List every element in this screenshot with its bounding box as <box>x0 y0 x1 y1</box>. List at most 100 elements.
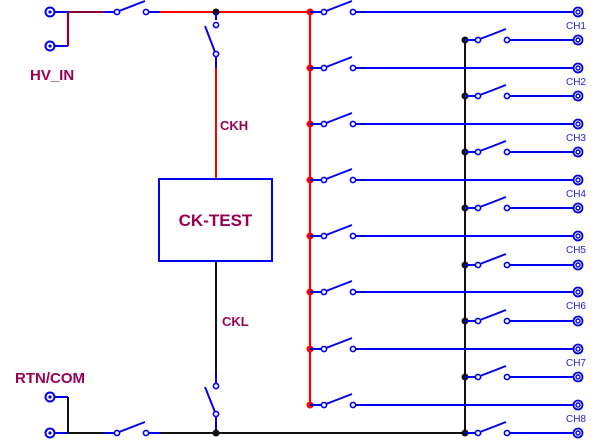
rtn-switch-ch4[interactable] <box>474 196 511 212</box>
hv-switch-ch8[interactable] <box>320 393 357 409</box>
hv-terminal-ch6[interactable] <box>572 286 584 298</box>
terminal-inner <box>575 205 581 211</box>
rtn-terminal-ch7[interactable] <box>572 371 584 383</box>
hv-terminal-ch7[interactable] <box>572 343 584 355</box>
rtn-switch-ch3[interactable] <box>474 140 511 156</box>
switch-contact <box>320 232 328 240</box>
switch-contact <box>474 204 482 212</box>
switch-blade <box>325 337 353 349</box>
switch-blade <box>479 28 507 40</box>
hv-terminal-ch2[interactable] <box>572 62 584 74</box>
terminal-inner <box>575 346 581 352</box>
switch-contact <box>113 429 121 437</box>
rtn-terminal-ch4[interactable] <box>572 202 584 214</box>
switch-contact <box>113 8 121 16</box>
rtn-terminal-ch2[interactable] <box>572 90 584 102</box>
rtn-terminal-ch5[interactable] <box>572 259 584 271</box>
ck-test-label: CK-TEST <box>179 211 253 230</box>
switch-contact <box>503 373 511 381</box>
switch-blade <box>479 140 507 152</box>
switch-contact <box>320 176 328 184</box>
rtn-terminal-ch6[interactable] <box>572 315 584 327</box>
terminal-center <box>48 44 52 48</box>
terminal-center <box>48 431 52 435</box>
switch-contact <box>349 120 357 128</box>
switch-contact <box>503 92 511 100</box>
switch-contact <box>142 8 150 16</box>
terminal-inner <box>575 233 581 239</box>
switch-contact <box>212 382 220 390</box>
hv-terminal-ch3[interactable] <box>572 118 584 130</box>
ckl-label: CKL <box>222 314 249 329</box>
switch-contact <box>474 317 482 325</box>
channel-label-ch4: CH4 <box>566 189 586 200</box>
switch-contact <box>474 261 482 269</box>
switch-blade <box>325 112 353 124</box>
switch-blade <box>479 253 507 265</box>
rtn-switch-ch1[interactable] <box>474 28 511 44</box>
channel-label-ch6: CH6 <box>566 301 586 312</box>
terminal-center <box>48 395 52 399</box>
hv-in-terminal-2[interactable] <box>44 40 56 52</box>
terminal-inner <box>575 262 581 268</box>
rtn-switch-ch5[interactable] <box>474 253 511 269</box>
rtn-main-switch[interactable] <box>113 421 150 437</box>
switch-blade <box>204 386 216 413</box>
switch-contact <box>320 401 328 409</box>
terminal-inner <box>575 402 581 408</box>
terminal-inner <box>575 289 581 295</box>
switch-blade <box>325 393 353 405</box>
hv-main-switch[interactable] <box>113 0 150 16</box>
rtn-terminal-ch1[interactable] <box>572 34 584 46</box>
switch-contact <box>503 36 511 44</box>
terminal-inner <box>575 37 581 43</box>
switch-contact <box>320 64 328 72</box>
channel-label-ch1: CH1 <box>566 21 586 32</box>
hv-terminal-ch1[interactable] <box>572 6 584 18</box>
switch-contact <box>349 345 357 353</box>
rtn-terminal-ch3[interactable] <box>572 146 584 158</box>
switch-blade <box>479 309 507 321</box>
switch-contact <box>349 232 357 240</box>
hv-switch-ch1[interactable] <box>320 0 357 16</box>
terminal-inner <box>575 65 581 71</box>
terminal-inner <box>575 93 581 99</box>
switch-blade <box>325 0 353 12</box>
rtn-switch-ch7[interactable] <box>474 365 511 381</box>
channel-label-ch7: CH7 <box>566 358 586 369</box>
rtn-junction <box>212 429 220 437</box>
ck-test-box[interactable]: CK-TEST <box>158 178 273 262</box>
switch-contact <box>474 429 482 437</box>
hv-switch-ch2[interactable] <box>320 56 357 72</box>
switch-contact <box>212 410 220 418</box>
ckh-switch[interactable] <box>204 21 220 58</box>
terminal-center <box>48 10 52 14</box>
hv-terminal-ch4[interactable] <box>572 174 584 186</box>
hv-terminal-ch5[interactable] <box>572 230 584 242</box>
rtn-terminal-2[interactable] <box>44 427 56 439</box>
ckl-switch[interactable] <box>204 382 220 418</box>
rtn-switch-ch2[interactable] <box>474 84 511 100</box>
switch-blade <box>325 280 353 292</box>
switch-contact <box>474 148 482 156</box>
rtn-switch-ch6[interactable] <box>474 309 511 325</box>
terminal-inner <box>575 9 581 15</box>
hv-switch-ch7[interactable] <box>320 337 357 353</box>
hv-switch-ch6[interactable] <box>320 280 357 296</box>
terminal-inner <box>575 374 581 380</box>
terminal-inner <box>575 121 581 127</box>
switch-blade <box>479 421 507 433</box>
hv-in-terminal-1[interactable] <box>44 6 56 18</box>
hv-terminal-ch8[interactable] <box>572 399 584 411</box>
rtn-switch-ch8[interactable] <box>474 421 511 437</box>
hv-switch-ch5[interactable] <box>320 224 357 240</box>
rtn-com-label: RTN/COM <box>15 370 85 387</box>
switch-contact <box>320 120 328 128</box>
switch-contact <box>503 148 511 156</box>
hv-in-label: HV_IN <box>30 67 74 84</box>
hv-switch-ch4[interactable] <box>320 168 357 184</box>
rtn-terminal-1[interactable] <box>44 391 56 403</box>
hv-switch-ch3[interactable] <box>320 112 357 128</box>
rtn-terminal-ch8[interactable] <box>572 427 584 439</box>
